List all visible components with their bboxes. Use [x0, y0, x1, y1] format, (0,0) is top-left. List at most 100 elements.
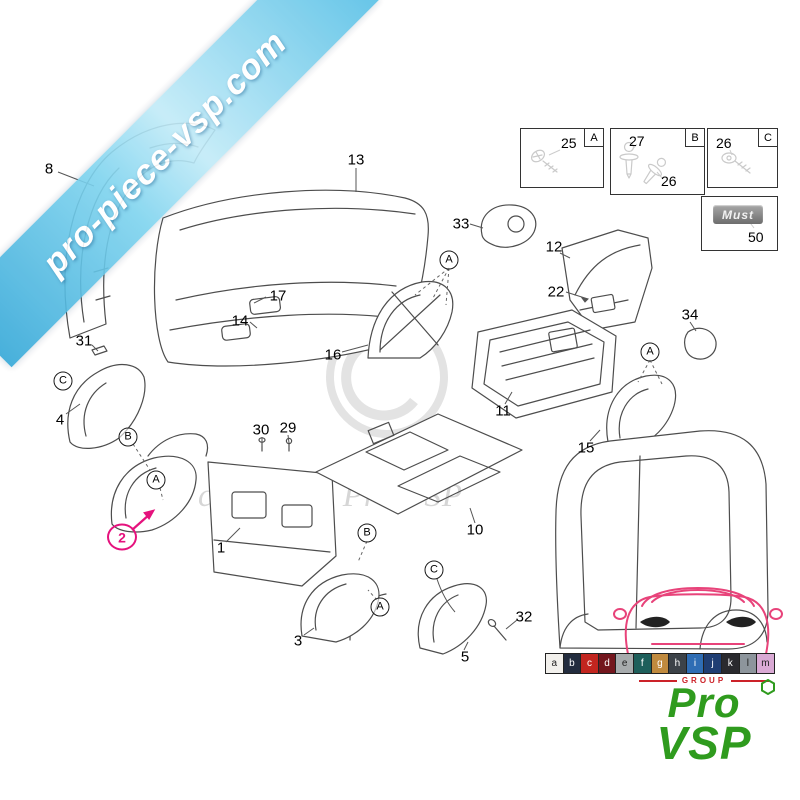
- logo-group-line: GROUP: [618, 676, 790, 685]
- part-callout-text: 29: [279, 419, 297, 437]
- part-callout-text: A: [152, 473, 160, 486]
- part-12-rear-quarter: [561, 229, 653, 331]
- part-callout: 29: [280, 421, 297, 436]
- part-callout: 22: [548, 285, 565, 300]
- color-swatch[interactable]: m: [756, 653, 775, 674]
- part-2-highlight-arrow: [131, 509, 156, 531]
- color-swatch-letter: c: [586, 658, 592, 669]
- part-callout: C: [53, 371, 73, 391]
- part-callout: 31: [76, 334, 93, 349]
- part-callout: 1: [217, 541, 225, 556]
- part-callout-text: 31: [75, 332, 93, 350]
- part-callout-text: A: [646, 345, 654, 358]
- part-callout-text: B: [124, 430, 132, 443]
- part-callout: 4: [56, 413, 64, 428]
- part-10-floor-panel: [315, 413, 523, 515]
- part-callout: 5: [461, 650, 469, 665]
- part-callout-text: 8: [44, 160, 54, 178]
- provsp-logo: GROUP Pro VSP: [618, 676, 790, 770]
- part-callout-text: 5: [460, 648, 470, 666]
- part-callout-text: 32: [515, 608, 533, 626]
- legend-number-27: 27: [629, 133, 645, 149]
- part-callout: 2: [107, 523, 137, 551]
- color-swatch-letter: m: [761, 658, 770, 669]
- part-callout-text: 14: [231, 312, 249, 330]
- part-callout: A: [370, 597, 390, 617]
- legend-box-b: 27 26 B: [610, 128, 705, 195]
- part-callout-text: 34: [681, 306, 699, 324]
- part-callout: 17: [270, 289, 287, 304]
- part-callout-text: 13: [347, 151, 365, 169]
- color-swatch-letter: k: [727, 658, 733, 669]
- part-callout: 12: [546, 240, 563, 255]
- legend-number-26b: 26: [661, 173, 677, 189]
- part-11-rear-tub: [471, 309, 617, 419]
- part-callout-text: 15: [577, 439, 595, 457]
- color-swatch-letter: g: [657, 658, 663, 669]
- part-29-screw: [285, 437, 293, 452]
- part-2-wheel-arch-liner: [110, 433, 209, 533]
- part-1-firewall-panel: [207, 461, 337, 587]
- part-callout-text: 10: [466, 521, 484, 539]
- part-callout: 32: [516, 610, 533, 625]
- part-callout-text: A: [376, 600, 384, 613]
- color-swatch-letter: b: [569, 658, 575, 669]
- part-callout-text: 17: [269, 287, 287, 305]
- part-callout: 8: [45, 162, 53, 177]
- logo-group-text: GROUP: [681, 676, 727, 685]
- color-swatch-letter: d: [604, 658, 610, 669]
- part-4-front-fender: [67, 364, 146, 449]
- part-callout-text: A: [445, 253, 453, 266]
- logo-rule-left: [638, 679, 677, 682]
- part-callout: 13: [348, 153, 365, 168]
- color-swatch-letter: e: [621, 658, 628, 669]
- part-callout-text: 11: [495, 402, 511, 420]
- color-swatch[interactable]: a: [545, 653, 564, 674]
- part-callout-text: 4: [55, 411, 65, 429]
- part-34-flap: [684, 327, 717, 360]
- color-swatch-letter: i: [693, 658, 697, 669]
- part-callout-text: 22: [547, 283, 565, 301]
- part-16-inner-arch: [367, 280, 454, 359]
- part-5-front-fender: [417, 583, 487, 655]
- must-brand-plate: Must: [713, 205, 763, 224]
- logo-vsp-text: VSP: [656, 717, 752, 770]
- car-front-sketch: [613, 586, 783, 655]
- part-callout-text: 2: [118, 529, 126, 545]
- color-swatch-letter: a: [551, 658, 558, 669]
- legend-box-c: 26 C: [707, 128, 778, 188]
- part-callout-text: 30: [252, 421, 270, 439]
- logo-rule-right: [731, 679, 770, 682]
- part-22-bracket: [590, 293, 616, 314]
- part-callout-text: C: [59, 374, 67, 387]
- part-callout-text: B: [363, 526, 371, 539]
- hex-bolt-icon: [761, 679, 775, 695]
- part-callout: A: [146, 470, 166, 490]
- color-swatch-letter: l: [746, 658, 749, 669]
- part-callout: 16: [325, 348, 342, 363]
- color-swatch-letter: h: [674, 658, 681, 669]
- part-callout: 34: [682, 308, 699, 323]
- part-callout: B: [357, 523, 377, 543]
- legend-letter-b: B: [685, 129, 704, 147]
- part-callout: 11: [495, 404, 511, 419]
- part-callout: 3: [294, 634, 302, 649]
- part-callout-text: 16: [324, 346, 342, 364]
- part-callout: 15: [578, 441, 595, 456]
- part-32-screw: [487, 618, 507, 641]
- part-14-bracket: [221, 323, 251, 341]
- part-callout: 14: [232, 314, 249, 329]
- part-3-arch-liner: [300, 573, 387, 643]
- part-callout: 10: [467, 523, 484, 538]
- logo-pro-text: Pro: [618, 679, 790, 724]
- part-33-mirror-shell: [480, 204, 537, 248]
- color-swatch-bar: a b c d e f g: [545, 653, 775, 674]
- part-callout-text: 3: [293, 632, 303, 650]
- part-callout: B: [118, 427, 138, 447]
- legend-letter-a: A: [584, 129, 603, 147]
- legend-number-25: 25: [561, 135, 577, 151]
- color-swatch-letter: f: [640, 658, 644, 669]
- part-callout: C: [424, 560, 444, 580]
